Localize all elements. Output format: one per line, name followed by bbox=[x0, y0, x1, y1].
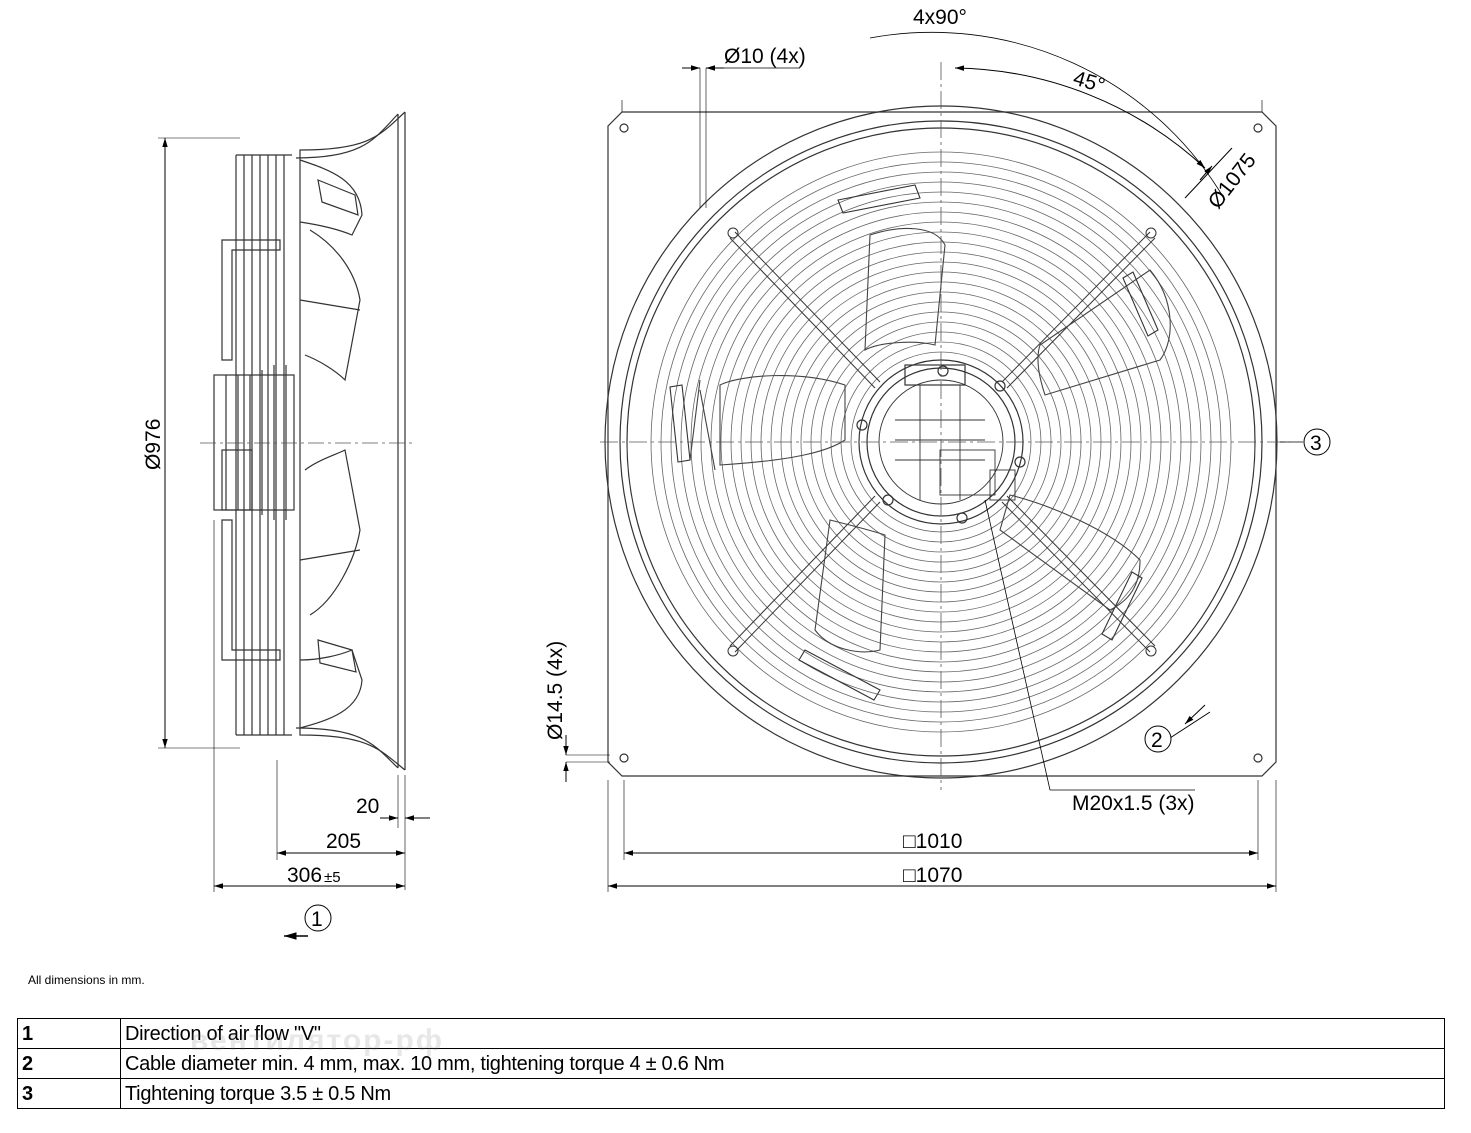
dim-angle-total: 4x90° bbox=[913, 6, 967, 29]
legend-row: 2 Cable diameter min. 4 mm, max. 10 mm, … bbox=[17, 1048, 1445, 1079]
dim-diameter-976: Ø976 bbox=[142, 419, 165, 470]
callout-1: 1 bbox=[304, 904, 332, 932]
dim-square-1010: □1010 bbox=[903, 830, 962, 853]
technical-drawing: Ø976 20 205 306 ±5 1 bbox=[142, 6, 1331, 940]
callout-3: 3 bbox=[1303, 428, 1331, 456]
dim-square-1070: □1070 bbox=[903, 864, 962, 887]
svg-text:2: 2 bbox=[1151, 729, 1163, 752]
dim-angle-45: 45° bbox=[1071, 67, 1108, 98]
dim-hole-top: Ø10 (4x) bbox=[724, 45, 806, 68]
legend-table: 1 Direction of air flow "V" 2 Cable diam… bbox=[17, 1018, 1445, 1109]
dim-depth-20: 20 bbox=[356, 795, 379, 818]
dim-depth-205: 205 bbox=[326, 830, 361, 853]
legend-text: Tightening torque 3.5 ± 0.5 Nm bbox=[120, 1078, 1445, 1109]
legend-row: 3 Tightening torque 3.5 ± 0.5 Nm bbox=[17, 1078, 1445, 1109]
svg-text:3: 3 bbox=[1310, 432, 1322, 455]
legend-text: Direction of air flow "V" bbox=[120, 1018, 1445, 1049]
dim-depth-306: 306 bbox=[287, 864, 322, 887]
side-view bbox=[213, 111, 406, 771]
dim-hole-side: Ø14.5 (4x) bbox=[544, 641, 567, 740]
mounting-plate bbox=[607, 111, 1277, 777]
units-note: All dimensions in mm. bbox=[28, 973, 145, 987]
dim-thread: M20x1.5 (3x) bbox=[1072, 792, 1195, 815]
front-view-centerlines bbox=[600, 62, 1290, 790]
side-view-dimensions bbox=[158, 137, 430, 940]
dim-depth-306-tolerance: ±5 bbox=[324, 869, 341, 886]
front-view-dimensions bbox=[563, 31, 1303, 892]
legend-text: Cable diameter min. 4 mm, max. 10 mm, ti… bbox=[120, 1048, 1445, 1079]
dim-diameter-1075: Ø1075 bbox=[1204, 149, 1261, 213]
callout-2: 2 bbox=[1144, 725, 1172, 753]
legend-number: 3 bbox=[17, 1078, 121, 1109]
legend-row: 1 Direction of air flow "V" bbox=[17, 1018, 1445, 1049]
legend-number: 2 bbox=[17, 1048, 121, 1079]
legend-number: 1 bbox=[17, 1018, 121, 1049]
svg-text:1: 1 bbox=[311, 908, 323, 931]
